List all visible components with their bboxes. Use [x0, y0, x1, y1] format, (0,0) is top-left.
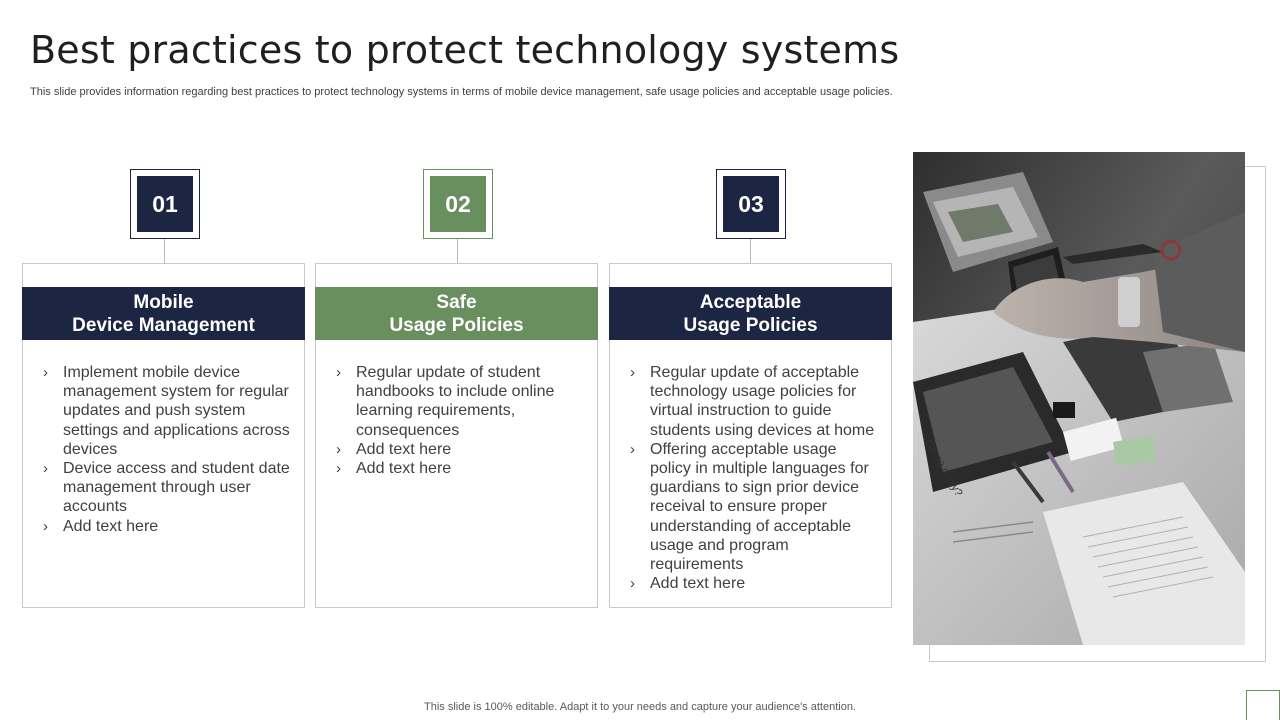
card-safe-usage-policies: Safe Usage Policies › Regular update of s… [315, 263, 598, 608]
list-item-text: Regular update of student handbooks to i… [356, 364, 555, 439]
list-item: › Implement mobile device management syst… [43, 363, 294, 459]
card-mobile-device-management: Mobile Device Management › Implement mobi… [22, 263, 305, 608]
list-item: › Add text here [336, 459, 587, 478]
chevron-right-icon: › [336, 460, 341, 478]
connector-line [164, 239, 165, 263]
card-bullet-list: › Regular update of student handbooks to … [336, 363, 587, 478]
connector-line [750, 239, 751, 263]
list-item: › Add text here [630, 574, 881, 593]
list-item-text: Regular update of acceptable technology … [650, 364, 875, 439]
list-item-text: Offering acceptable usage policy in mult… [650, 440, 869, 574]
chevron-right-icon: › [336, 440, 341, 458]
number-badge-label: 01 [137, 176, 193, 232]
chevron-right-icon: › [336, 364, 341, 381]
card-heading-line1: Mobile [133, 291, 194, 313]
desk-photo-illustration: Co go ciesy? [913, 152, 1245, 645]
card-heading-line2: Usage Policies [389, 314, 524, 336]
chevron-right-icon: › [43, 364, 48, 381]
list-item: › Device access and student date manageme… [43, 459, 294, 517]
chevron-right-icon: › [43, 460, 48, 478]
list-item-text: Device access and student date managemen… [63, 460, 290, 516]
number-badge-label: 02 [430, 176, 486, 232]
card-bullet-list: › Implement mobile device management syst… [43, 363, 294, 536]
list-item-text: Add text here [63, 517, 159, 535]
card-heading: Acceptable Usage Policies [609, 287, 892, 340]
card-heading: Mobile Device Management [22, 287, 305, 340]
chevron-right-icon: › [630, 440, 635, 458]
list-item: › Regular update of student handbooks to … [336, 363, 587, 440]
slide-title: Best practices to protect technology sys… [30, 28, 900, 72]
slide-footer: This slide is 100% editable. Adapt it to… [424, 701, 856, 713]
card-acceptable-usage-policies: Acceptable Usage Policies › Regular updat… [609, 263, 892, 608]
desk-photo: Co go ciesy? [913, 152, 1245, 645]
number-badge-03: 03 [716, 169, 786, 239]
card-heading-line2: Device Management [72, 314, 255, 336]
list-item-text: Add text here [650, 575, 746, 593]
number-badge-01: 01 [130, 169, 200, 239]
card-heading-line2: Usage Policies [683, 314, 818, 336]
list-item: › Regular update of acceptable technology… [630, 363, 881, 440]
list-item-text: Add text here [356, 440, 452, 458]
list-item-text: Implement mobile device management syste… [63, 364, 290, 458]
card-heading-line1: Acceptable [699, 291, 802, 313]
list-item-text: Add text here [356, 460, 452, 478]
card-bullet-list: › Regular update of acceptable technology… [630, 363, 881, 593]
chevron-right-icon: › [630, 364, 635, 381]
list-item: › Offering acceptable usage policy in mul… [630, 440, 881, 574]
card-heading: Safe Usage Policies [315, 287, 598, 340]
chevron-right-icon: › [630, 575, 635, 593]
number-badge-label: 03 [723, 176, 779, 232]
chevron-right-icon: › [43, 517, 48, 535]
number-badge-02: 02 [423, 169, 493, 239]
list-item: › Add text here [43, 517, 294, 536]
list-item: › Add text here [336, 440, 587, 459]
card-heading-line1: Safe [436, 291, 477, 313]
connector-line [457, 239, 458, 263]
slide-subtitle: This slide provides information regardin… [30, 86, 893, 98]
